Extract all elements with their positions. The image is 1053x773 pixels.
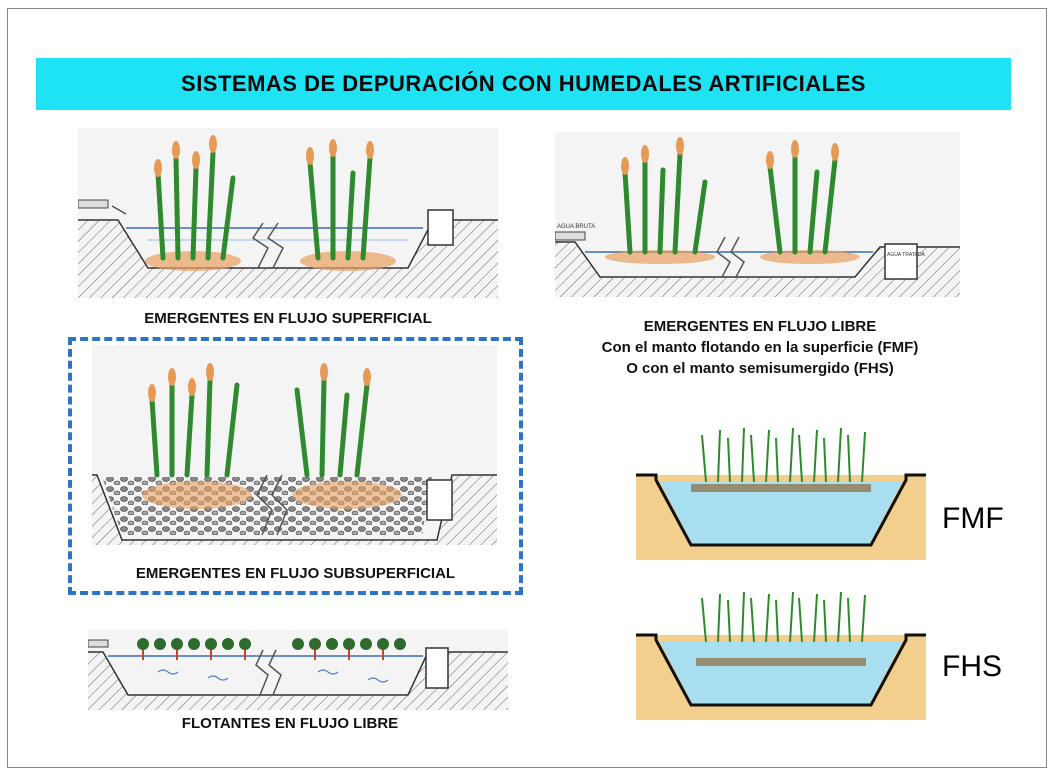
wetland-superficial-illustration: [78, 128, 498, 298]
label-agua-tratada: AGUA TRATADA: [887, 252, 925, 258]
caption-flujo-libre-line3: O con el manto semisumergido (FHS): [626, 360, 894, 377]
caption-flotantes: FLOTANTES EN FLUJO LIBRE: [181, 715, 399, 732]
caption-flujo-libre-line1: EMERGENTES EN FLUJO LIBRE: [643, 318, 877, 335]
caption-flujo-libre-line2: Con el manto flotando en la superficie (…: [601, 339, 919, 356]
diagram-flujo-libre: AGUA BRUTA AGUA TRATADA: [555, 132, 960, 297]
page-title: SISTEMAS DE DEPURACIÓN CON HUMEDALES ART…: [181, 71, 866, 96]
caption-flujo-subsuperficial: EMERGENTES EN FLUJO SUBSUPERFICIAL: [135, 565, 456, 582]
wetland-libre-illustration: AGUA BRUTA AGUA TRATADA: [555, 132, 960, 297]
label-fmf: FMF: [942, 502, 1004, 535]
diagram-fmf: [636, 420, 926, 560]
diagram-flujo-superficial: [78, 128, 498, 298]
caption-flujo-superficial: EMERGENTES EN FLUJO SUPERFICIAL: [144, 310, 432, 327]
fmf-cross-section: [636, 427, 926, 560]
highlight-box-subsuperficial: [68, 337, 523, 595]
wetland-flotantes-illustration: [88, 630, 508, 710]
diagram-flotantes: [88, 630, 508, 710]
label-agua-bruta: AGUA BRUTA: [557, 224, 595, 230]
title-band: SISTEMAS DE DEPURACIÓN CON HUMEDALES ART…: [36, 58, 1011, 110]
wetland-subsuperficial-illustration: [92, 345, 497, 545]
diagram-fhs: [636, 590, 926, 720]
diagram-flujo-subsuperficial: [92, 345, 497, 545]
fhs-cross-section: [636, 591, 926, 720]
caption-flujo-libre: EMERGENTES EN FLUJO LIBRE Con el manto f…: [520, 316, 1000, 379]
label-fhs: FHS: [942, 650, 1002, 683]
